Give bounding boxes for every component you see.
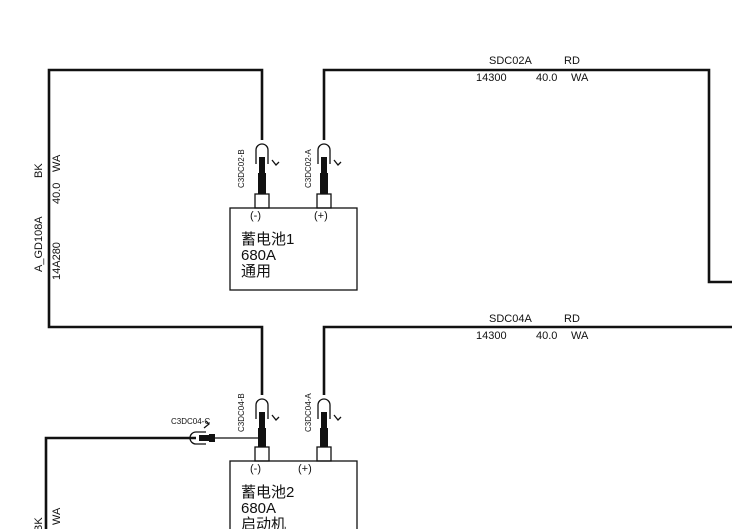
connector-label: C3DC02-A [304,149,313,188]
battery-capacity: 680A [241,500,276,517]
wire-suffix: WA [571,330,589,342]
wire-label-sdc02a: SDC02A RD 14300 40.0 WA [476,55,589,84]
battery-type: 启动机 [241,516,286,529]
wire-code: 14A280 [51,242,63,280]
battery-capacity: 680A [241,247,276,264]
battery-name: 蓄电池2 [241,484,294,501]
wire-id: SDC04A [489,313,532,325]
wire-size: 40.0 [51,183,63,204]
terminal-neg [254,193,270,209]
battery-neg-label: (-) [250,463,261,475]
terminal-neg [254,446,270,462]
wire-suffix: WA [51,154,63,172]
wire-label-bottom-left: BK WA [33,507,63,529]
wire-size: 40.0 [536,72,557,84]
wire-label-sdc04a: SDC04A RD 14300 40.0 WA [476,313,589,342]
terminal-pos [316,193,332,209]
wire-code: 14300 [476,72,507,84]
connector-c3dc04-a[interactable]: C3DC04-A [304,393,342,447]
connector-label: C3DC04-A [304,393,313,432]
battery-pos-label: (+) [314,210,328,222]
connector-label: C3DC04-B [237,393,246,432]
wire-sdc02a[interactable] [322,68,732,284]
battery-pos-label: (+) [298,463,312,475]
battery-name: 蓄电池1 [241,231,294,248]
connector-label: C3DC04-C [171,417,210,426]
connector-label: C3DC02-B [237,149,246,188]
wire-id: A_GD108A [33,216,45,272]
battery-type: 通用 [241,263,271,280]
terminal-pos [316,446,332,462]
wire-a-gd108a[interactable] [47,68,264,395]
wire-suffix: WA [571,72,589,84]
wire-ground-left[interactable] [44,436,196,529]
wire-color: BK [33,517,45,529]
battery-body [229,207,358,291]
wire-sdc04a[interactable] [322,325,732,395]
connector-c3dc04-c[interactable]: C3DC04-C [171,417,215,445]
wire-color: BK [33,163,45,178]
connector-c3dc02-b[interactable]: C3DC02-B [237,143,280,194]
wire-color: RD [564,313,580,325]
wire-label-a-gd108a: BK A_GD108A WA 40.0 14A280 [33,154,63,280]
wire-size: 40.0 [536,330,557,342]
connector-c3dc02-a[interactable]: C3DC02-A [304,143,342,194]
wire-color: RD [564,55,580,67]
wire-code: 14300 [476,330,507,342]
battery-2[interactable]: (-) (+) 蓄电池2 680A 启动机 [229,446,358,529]
wire-id: SDC02A [489,55,532,67]
wires [44,68,732,529]
battery-body [229,460,358,529]
connector-c3dc04-b[interactable]: C3DC04-B [237,393,280,447]
battery-neg-label: (-) [250,210,261,222]
battery-1[interactable]: (-) (+) 蓄电池1 680A 通用 [229,193,358,291]
wire-suffix: WA [51,507,63,525]
